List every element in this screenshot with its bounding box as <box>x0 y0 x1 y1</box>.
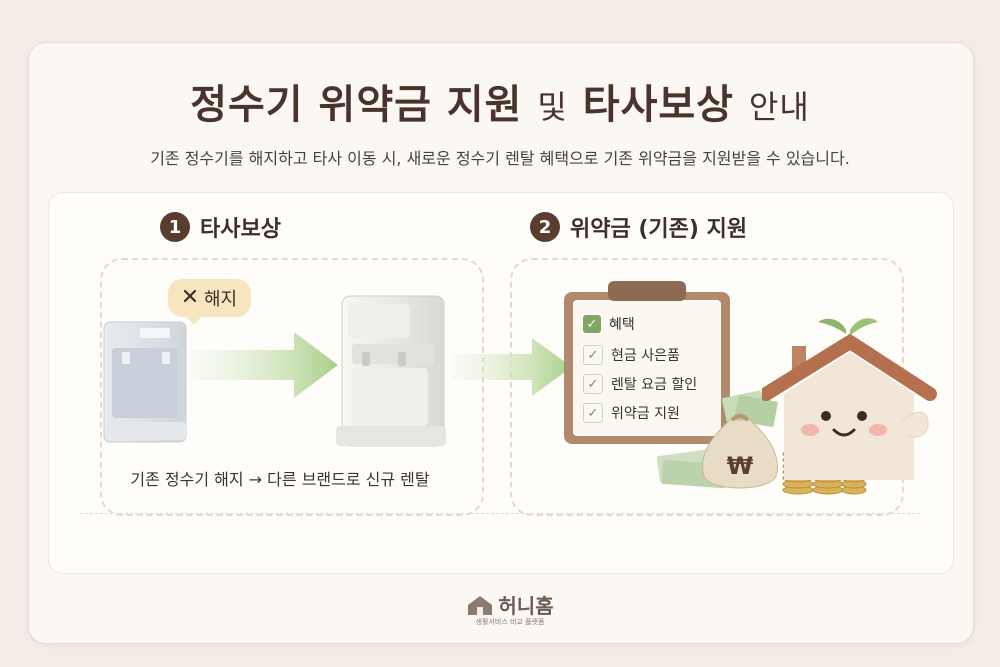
house-mascot-icon <box>762 318 937 480</box>
brand-logo: 허니홈 생활서비스 비교 플랫폼 <box>455 590 565 627</box>
brand-name: 허니홈 <box>498 594 554 618</box>
step2-heading: 2 위약금 (기존) 지원 <box>530 211 747 243</box>
step1-caption: 기존 정수기 해지 → 다른 브랜드로 신규 렌탈 <box>130 470 430 489</box>
title-main: 정수기 위약금 지원 <box>190 82 523 128</box>
checklist-item-label: 렌탈 요금 할인 <box>611 377 698 393</box>
title-second: 타사보상 <box>582 82 734 128</box>
page-subtitle: 기존 정수기를 해지하고 타사 이동 시, 새로운 정수기 렌탈 혜택으로 기존… <box>150 149 850 168</box>
title-tail: 안내 <box>748 88 810 126</box>
step1-number: 1 <box>160 212 190 242</box>
arrow-right-icon <box>190 332 338 398</box>
checklist-title: ✓ 혜택 <box>583 314 635 334</box>
clipboard-clip <box>608 281 686 301</box>
close-icon <box>182 288 198 309</box>
checklist-item-label: 현금 사은품 <box>611 348 680 364</box>
cancel-bubble: 해지 <box>168 279 252 325</box>
divider-line <box>80 513 920 514</box>
home-logo-icon <box>468 595 493 615</box>
checklist-item: ✓ 위약금 지원 <box>583 403 680 423</box>
page-title: 정수기 위약금 지원 및 타사보상 안내 <box>0 72 1000 130</box>
checklist-item: ✓ 현금 사은품 <box>583 345 680 365</box>
step2-number: 2 <box>530 212 560 242</box>
bubble-label: 해지 <box>204 289 238 310</box>
step2-label: 위약금 (기존) 지원 <box>570 217 748 242</box>
new-water-purifier-icon <box>336 295 446 447</box>
checklist-title-label: 혜택 <box>609 317 635 333</box>
old-water-purifier-icon <box>103 321 187 443</box>
step1-label: 타사보상 <box>200 217 281 242</box>
brand-tagline: 생활서비스 비교 플랫폼 <box>475 618 545 626</box>
money-bag-icon: ₩ <box>656 390 778 489</box>
title-and: 및 <box>537 88 568 126</box>
check-icon: ✓ <box>583 345 603 365</box>
check-icon: ✓ <box>583 374 603 394</box>
checklist-item: ✓ 렌탈 요금 할인 <box>583 374 697 394</box>
step1-frame <box>100 258 484 516</box>
won-icon: ₩ <box>727 452 754 480</box>
check-icon: ✓ <box>583 315 601 333</box>
arrow-right-icon <box>452 338 572 396</box>
step1-heading: 1 타사보상 <box>160 211 281 243</box>
checklist-item-label: 위약금 지원 <box>611 406 680 422</box>
check-icon: ✓ <box>583 403 603 423</box>
